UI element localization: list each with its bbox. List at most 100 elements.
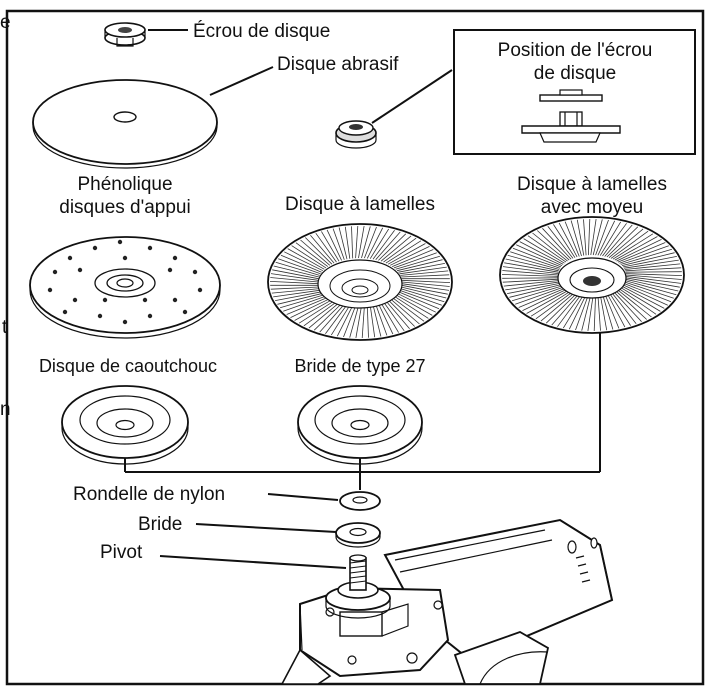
flap-line — [387, 299, 415, 327]
flap-line — [505, 258, 559, 272]
flap-line — [593, 294, 596, 332]
flap-line — [619, 286, 661, 312]
flap-line — [602, 223, 627, 257]
flap-line — [399, 289, 442, 306]
flap-line — [389, 298, 420, 325]
flap-line — [395, 294, 433, 316]
label-rubber-pad: Disque de caoutchouc — [39, 356, 217, 376]
flap-line — [375, 231, 401, 260]
edge-fragment-top: e — [0, 12, 11, 33]
flap-line — [284, 251, 324, 272]
flap-line — [602, 293, 614, 330]
flap-line — [392, 249, 434, 267]
flap-line — [537, 230, 570, 261]
flap-line — [540, 291, 576, 322]
leader-line-nylon-washer — [267, 493, 339, 501]
flap-line — [551, 293, 580, 326]
diagram-frame — [5, 9, 705, 686]
flap-line — [504, 262, 559, 273]
leader-line-flange — [195, 523, 337, 533]
flap-line — [300, 239, 331, 266]
flap-line — [355, 305, 362, 338]
flap-line — [308, 302, 340, 329]
flap-line — [270, 286, 319, 290]
flap-line — [400, 288, 445, 303]
flap-line — [599, 221, 622, 256]
flap-line — [625, 274, 682, 280]
flap-line — [604, 224, 633, 257]
flap-line — [595, 219, 609, 256]
label-nylon-washer: Rondelle de nylon — [73, 484, 225, 505]
flap-line — [378, 233, 407, 261]
flap-line — [505, 281, 561, 291]
flap-line — [361, 226, 371, 259]
flap-line — [522, 288, 568, 311]
flap-line — [349, 305, 359, 338]
label-nut-position-line1: Position de l'écrou — [498, 40, 653, 61]
flap-line — [606, 292, 626, 328]
flap-line — [621, 284, 668, 306]
flap-line — [542, 228, 572, 260]
flap-line — [592, 219, 603, 256]
flap-line — [278, 258, 321, 275]
flap-line — [375, 304, 388, 336]
flap-line — [400, 270, 449, 276]
flap-line — [590, 219, 597, 256]
flap-line — [622, 282, 672, 303]
flap-line — [617, 242, 666, 263]
edge-fragment-middle: t — [2, 317, 8, 338]
flap-line — [576, 219, 585, 256]
flap-line — [280, 254, 322, 273]
flap-line — [273, 289, 321, 298]
flap-line — [625, 267, 682, 272]
flap-line — [399, 266, 447, 275]
flap-line — [519, 241, 564, 265]
flap-line — [385, 300, 410, 329]
flap-line — [610, 230, 649, 259]
flap-line — [319, 304, 345, 333]
flap-line — [270, 273, 319, 281]
flap-line — [597, 220, 616, 256]
flap-line — [527, 235, 567, 263]
flap-line — [588, 218, 591, 256]
label-flange: Bride — [138, 514, 182, 535]
flap-line — [294, 299, 333, 321]
flap-line — [621, 252, 675, 266]
flap-line — [332, 228, 345, 260]
flap-line — [501, 274, 559, 277]
flap-line — [553, 224, 576, 258]
flap-line — [343, 305, 356, 338]
flap-line — [270, 277, 319, 283]
flap-line — [614, 289, 647, 320]
flap-line — [305, 237, 333, 265]
flap-line — [564, 221, 580, 257]
flap-line — [397, 259, 443, 272]
flap-line — [387, 243, 426, 265]
flap-line — [581, 294, 592, 331]
flap-line — [606, 226, 639, 258]
flap-line — [273, 265, 319, 278]
flap-line — [401, 279, 451, 283]
flap-line — [313, 303, 342, 331]
label-flap-disc: Disque à lamelles — [285, 194, 435, 215]
label-nut-position-line2: de disque — [534, 63, 616, 84]
flap-line — [401, 284, 448, 295]
flap-line — [545, 292, 578, 324]
flap-line — [547, 225, 574, 259]
flap-line — [315, 232, 337, 263]
leader-line-pivot — [159, 555, 347, 569]
flap-line — [568, 294, 587, 330]
flap-line — [608, 292, 631, 326]
flap-line — [295, 242, 329, 267]
flap-line — [616, 239, 662, 262]
flap-line — [287, 248, 325, 270]
flap-line — [625, 277, 680, 288]
label-type27-flange: Bride de type 27 — [294, 356, 425, 376]
label-flap-disc-hub-line2: avec moyeu — [541, 197, 643, 218]
label-flap-disc-hub-line1: Disque à lamelles — [517, 174, 667, 195]
grinder-icon — [280, 518, 614, 685]
flap-line — [272, 269, 319, 280]
flap-line — [624, 280, 677, 296]
flap-line — [512, 247, 562, 268]
flap-line — [380, 302, 399, 333]
